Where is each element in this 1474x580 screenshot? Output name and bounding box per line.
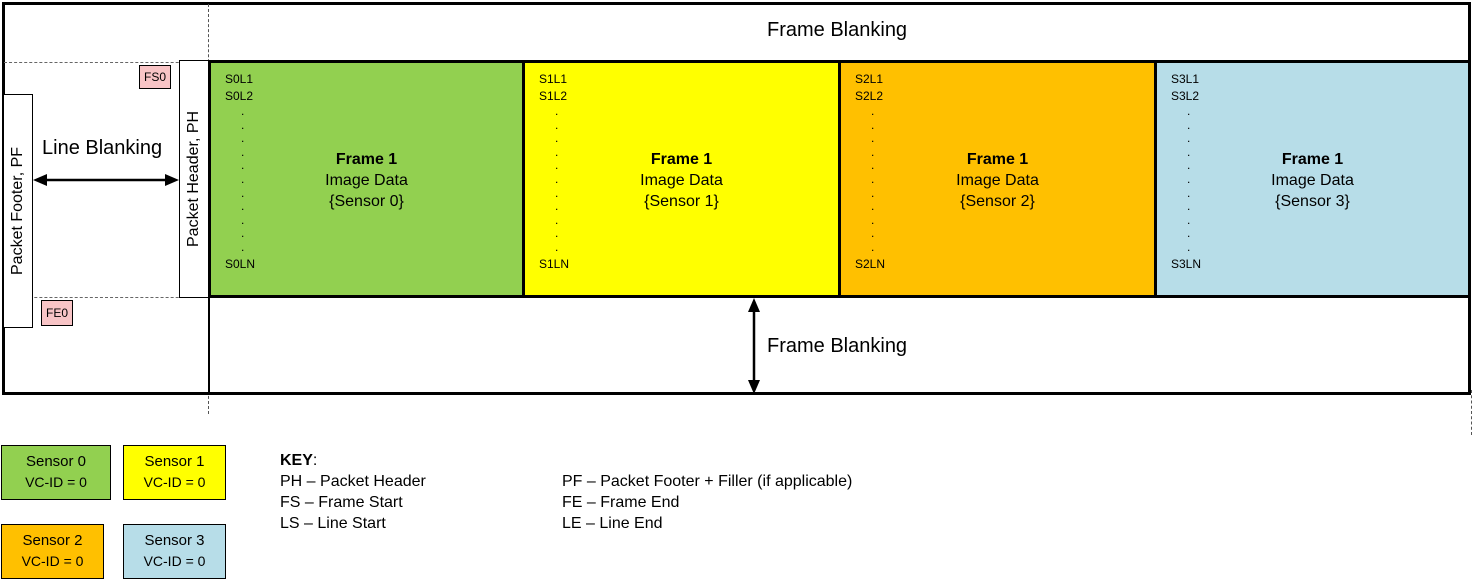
line-blanking-label: Line Blanking: [42, 137, 163, 159]
sensor-3-line-2: S3L2: [1171, 89, 1200, 103]
sensor-1-title: Frame 1: [650, 151, 713, 168]
sensor-3-frame-block: S3L1 S3L2 ........... S3LN Frame 1 Image…: [1154, 60, 1471, 298]
packet-header: Packet Header, PH: [179, 60, 209, 298]
legend-sensor-1: Sensor 1 VC-ID = 0: [123, 445, 226, 500]
dashed-guide-bottom: [4, 297, 209, 298]
sensor-3-line-1: S3L1: [1171, 72, 1200, 86]
sensor-1-line-ellipsis: ...........: [555, 104, 559, 254]
legend-sensor-2-vcid: VC-ID = 0: [21, 553, 84, 569]
key-title: KEY:: [280, 452, 318, 469]
sensor-1-line-1: S1L1: [539, 72, 568, 86]
sensor-2-line-1: S2L1: [855, 72, 884, 86]
dashed-guide-right: [1471, 390, 1472, 435]
key-right-column: PF – Packet Footer + Filler (if applicab…: [562, 471, 852, 534]
legend-sensor-3: Sensor 3 VC-ID = 0: [123, 524, 226, 579]
sensor-2-desc: Image Data: [956, 172, 1039, 189]
sensor-2-line-n: S2LN: [855, 256, 886, 271]
frame-area-divider: [208, 296, 210, 395]
sensor-2-title: Frame 1: [966, 151, 1029, 168]
legend-sensor-2: Sensor 2 VC-ID = 0: [1, 524, 104, 579]
sensor-3-line-ellipsis: ...........: [1187, 104, 1191, 254]
legend-sensor-2-name: Sensor 2: [22, 532, 83, 549]
sensor-1-line-n: S1LN: [539, 256, 570, 271]
frame-blanking-bottom-label: Frame Blanking: [767, 335, 908, 357]
sensor-2-source: {Sensor 2}: [960, 193, 1035, 210]
legend-sensor-3-name: Sensor 3: [144, 532, 205, 549]
sensor-0-desc: Image Data: [325, 172, 408, 189]
legend-sensor-0-vcid: VC-ID = 0: [25, 474, 87, 490]
line-blanking-arrow: [33, 174, 179, 186]
sensor-0-line-2: S0L2: [225, 89, 254, 103]
dashed-guide-top: [4, 62, 209, 63]
frame-end-tag: FE0: [41, 300, 73, 326]
frame-blanking-top-label: Frame Blanking: [767, 19, 908, 41]
key-item-fe: FE – Frame End: [562, 494, 680, 511]
sensor-0-line-1: S0L1: [225, 72, 254, 86]
legend-sensor-1-name: Sensor 1: [144, 453, 205, 470]
sensor-0-source: {Sensor 0}: [329, 193, 404, 210]
packet-footer-label: Packet Footer, PF: [9, 146, 26, 276]
legend-sensor-3-vcid: VC-ID = 0: [143, 553, 206, 569]
sensor-0-line-ellipsis: ...........: [241, 104, 245, 254]
sensor-3-desc: Image Data: [1271, 172, 1354, 189]
sensor-0-line-n: S0LN: [225, 256, 256, 271]
key-item-le: LE – Line End: [562, 515, 663, 532]
sensor-0-title: Frame 1: [335, 151, 398, 168]
sensor-1-source: {Sensor 1}: [644, 193, 719, 210]
sensor-3-source: {Sensor 3}: [1275, 193, 1350, 210]
key-item-fs: FS – Frame Start: [280, 494, 403, 511]
sensor-2-line-2: S2L2: [855, 89, 884, 103]
legend-sensor-1-vcid: VC-ID = 0: [143, 474, 206, 490]
sensor-3-line-n: S3LN: [1171, 256, 1202, 271]
frame-blanking-arrow: [748, 298, 760, 394]
sensor-3-title: Frame 1: [1281, 151, 1344, 168]
key-item-pf: PF – Packet Footer + Filler (if applicab…: [562, 473, 853, 490]
packet-footer: Packet Footer, PF: [3, 94, 33, 328]
legend-sensor-0: Sensor 0 VC-ID = 0: [1, 445, 111, 500]
sensor-1-frame-block: S1L1 S1L2 ........... S1LN Frame 1 Image…: [522, 60, 841, 298]
sensor-0-frame-block: S0L1 S0L2 ........... S0LN Frame 1 Image…: [208, 60, 525, 298]
key-left-column: KEY: PH – Packet Header FS – Frame Start…: [280, 450, 426, 534]
key-item-ls: LS – Line Start: [280, 515, 386, 532]
sensor-1-line-2: S1L2: [539, 89, 568, 103]
sensor-2-line-ellipsis: ...........: [871, 104, 875, 254]
packet-header-label: Packet Header, PH: [185, 110, 202, 248]
key-item-ph: PH – Packet Header: [280, 473, 426, 490]
sensor-1-desc: Image Data: [640, 172, 723, 189]
sensor-2-frame-block: S2L1 S2L2 ........... S2LN Frame 1 Image…: [838, 60, 1157, 298]
legend-sensor-0-name: Sensor 0: [25, 453, 87, 470]
frame-start-tag: FS0: [139, 65, 171, 89]
